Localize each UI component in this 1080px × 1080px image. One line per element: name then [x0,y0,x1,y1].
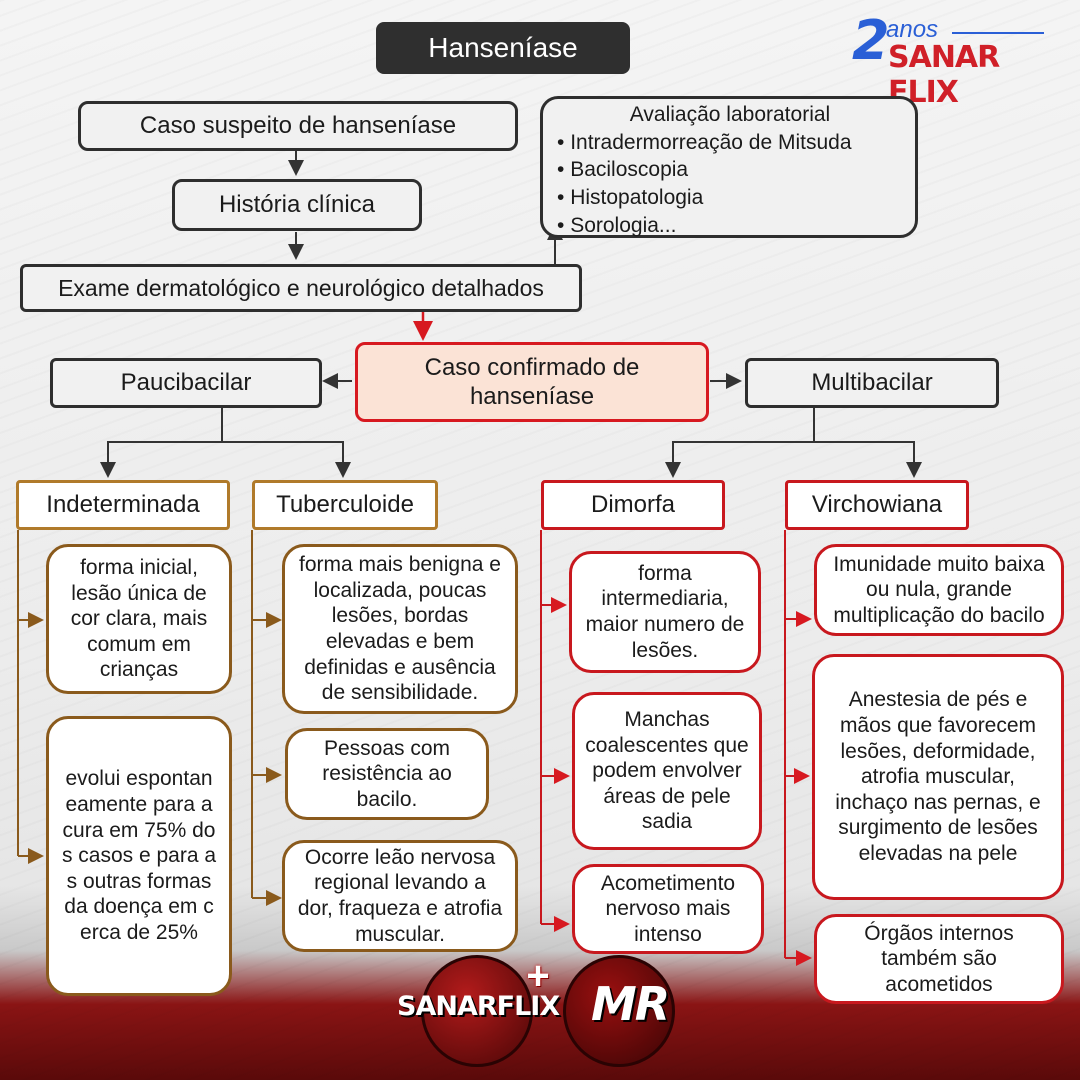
bottom-logos: SANARFLIX + MR [395,955,685,1075]
indeterminada-note-1: forma inicial, lesão única de cor clara,… [46,544,232,694]
paucibacilar-box: Paucibacilar [50,358,322,408]
tuberculoide-note-2: Pessoas com resistência ao bacilo. [285,728,489,820]
lab-evaluation-box: Avaliação laboratorial Intradermorreação… [540,96,918,238]
exam-box: Exame dermatológico e neurológico detalh… [20,264,582,312]
multibacilar-box: Multibacilar [745,358,999,408]
virchowiana-note-3: Órgãos internos também são acometidos [814,914,1064,1004]
virchowiana-header: Virchowiana [785,480,969,530]
suspect-case-box: Caso suspeito de hanseníase [78,101,518,151]
mr-logo-text: MR [591,977,670,1031]
indeterminada-note-2: evolui espontaneamente para a cura em 75… [46,716,232,996]
confirmed-case-box: Caso confirmado de hanseníase [355,342,709,422]
logo-brand: SANAR FLIX [888,40,1000,110]
dimorfa-note-1: forma intermediaria, maior numero de les… [569,551,761,673]
tuberculoide-note-1: forma mais benigna e localizada, poucas … [282,544,518,714]
sanarflix-logo-text: SANARFLIX [397,991,560,1022]
clinical-history-box: História clínica [172,179,422,231]
logo-underline [952,32,1044,34]
lab-item: Baciloscopia [557,156,903,184]
dimorfa-note-3: Acometimento nervoso mais intenso [572,864,764,954]
virchowiana-note-1: Imunidade muito baixa ou nula, grande mu… [814,544,1064,636]
lab-item: Histopatologia [557,184,903,212]
dimorfa-header: Dimorfa [541,480,725,530]
page-title: Hanseníase [376,22,630,74]
plus-icon: + [526,954,550,998]
anniversary-logo: 2 anos SANAR FLIX [852,9,1052,110]
mr-logo-circle [563,955,675,1067]
tuberculoide-header: Tuberculoide [252,480,438,530]
lab-evaluation-title: Avaliação laboratorial [629,103,831,126]
dimorfa-note-2: Manchas coalescentes que podem envolver … [572,692,762,850]
indeterminada-header: Indeterminada [16,480,230,530]
tuberculoide-note-3: Ocorre leão nervosa regional levando a d… [282,840,518,952]
lab-item: Intradermorreação de Mitsuda [557,129,903,157]
lab-item: Sorologia... [557,212,903,240]
sanarflix-logo-circle [421,955,533,1067]
logo-number: 2 [852,9,890,72]
logo-anos: anos [886,16,939,43]
virchowiana-note-2: Anestesia de pés e mãos que favorecem le… [812,654,1064,900]
